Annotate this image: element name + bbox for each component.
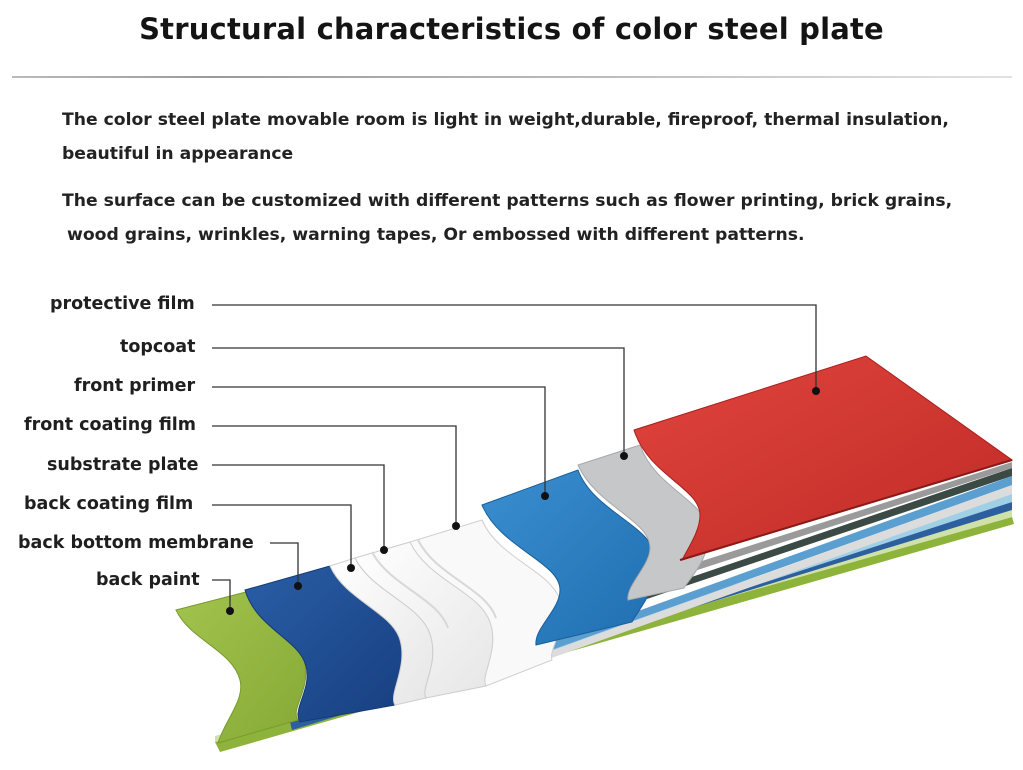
topcoat-layer — [577, 444, 709, 601]
leader-back-paint — [212, 579, 231, 610]
leader-back-coating-film — [212, 504, 352, 568]
leader-lines — [212, 304, 817, 610]
label-topcoat: topcoat — [120, 337, 196, 357]
leader-front-coating-film — [212, 425, 457, 525]
paragraph-line: beautiful in appearance — [62, 144, 294, 164]
page-title: Structural characteristics of color stee… — [139, 12, 884, 46]
label-back-bottom-membrane: back bottom membrane — [18, 533, 254, 553]
label-front-coating-film: front coating film — [24, 415, 197, 435]
label-back-paint: back paint — [96, 570, 200, 590]
label-back-coating-film: back coating film — [24, 494, 194, 514]
title-divider — [12, 76, 1012, 78]
leader-dots — [226, 387, 820, 615]
protective-film-layer — [633, 355, 1014, 561]
leader-protective-film — [212, 304, 817, 390]
label-front-primer: front primer — [74, 376, 196, 396]
label-protective-film: protective film — [50, 294, 195, 314]
customization-paragraph: The surface can be customized with diffe… — [62, 184, 1002, 252]
label-substrate-plate: substrate plate — [47, 455, 199, 475]
leader-front-primer — [212, 386, 546, 495]
leader-topcoat — [212, 347, 625, 455]
description-paragraph: The color steel plate movable room is li… — [62, 103, 1002, 171]
leader-substrate-plate — [212, 464, 385, 550]
paragraph-line: The surface can be customized with diffe… — [62, 191, 953, 211]
leader-back-bottom-membrane — [270, 542, 299, 585]
paragraph-line: wood grains, wrinkles, warning tapes, Or… — [67, 225, 805, 245]
front-primer-layer — [481, 469, 657, 646]
paragraph-line: The color steel plate movable room is li… — [62, 110, 949, 130]
